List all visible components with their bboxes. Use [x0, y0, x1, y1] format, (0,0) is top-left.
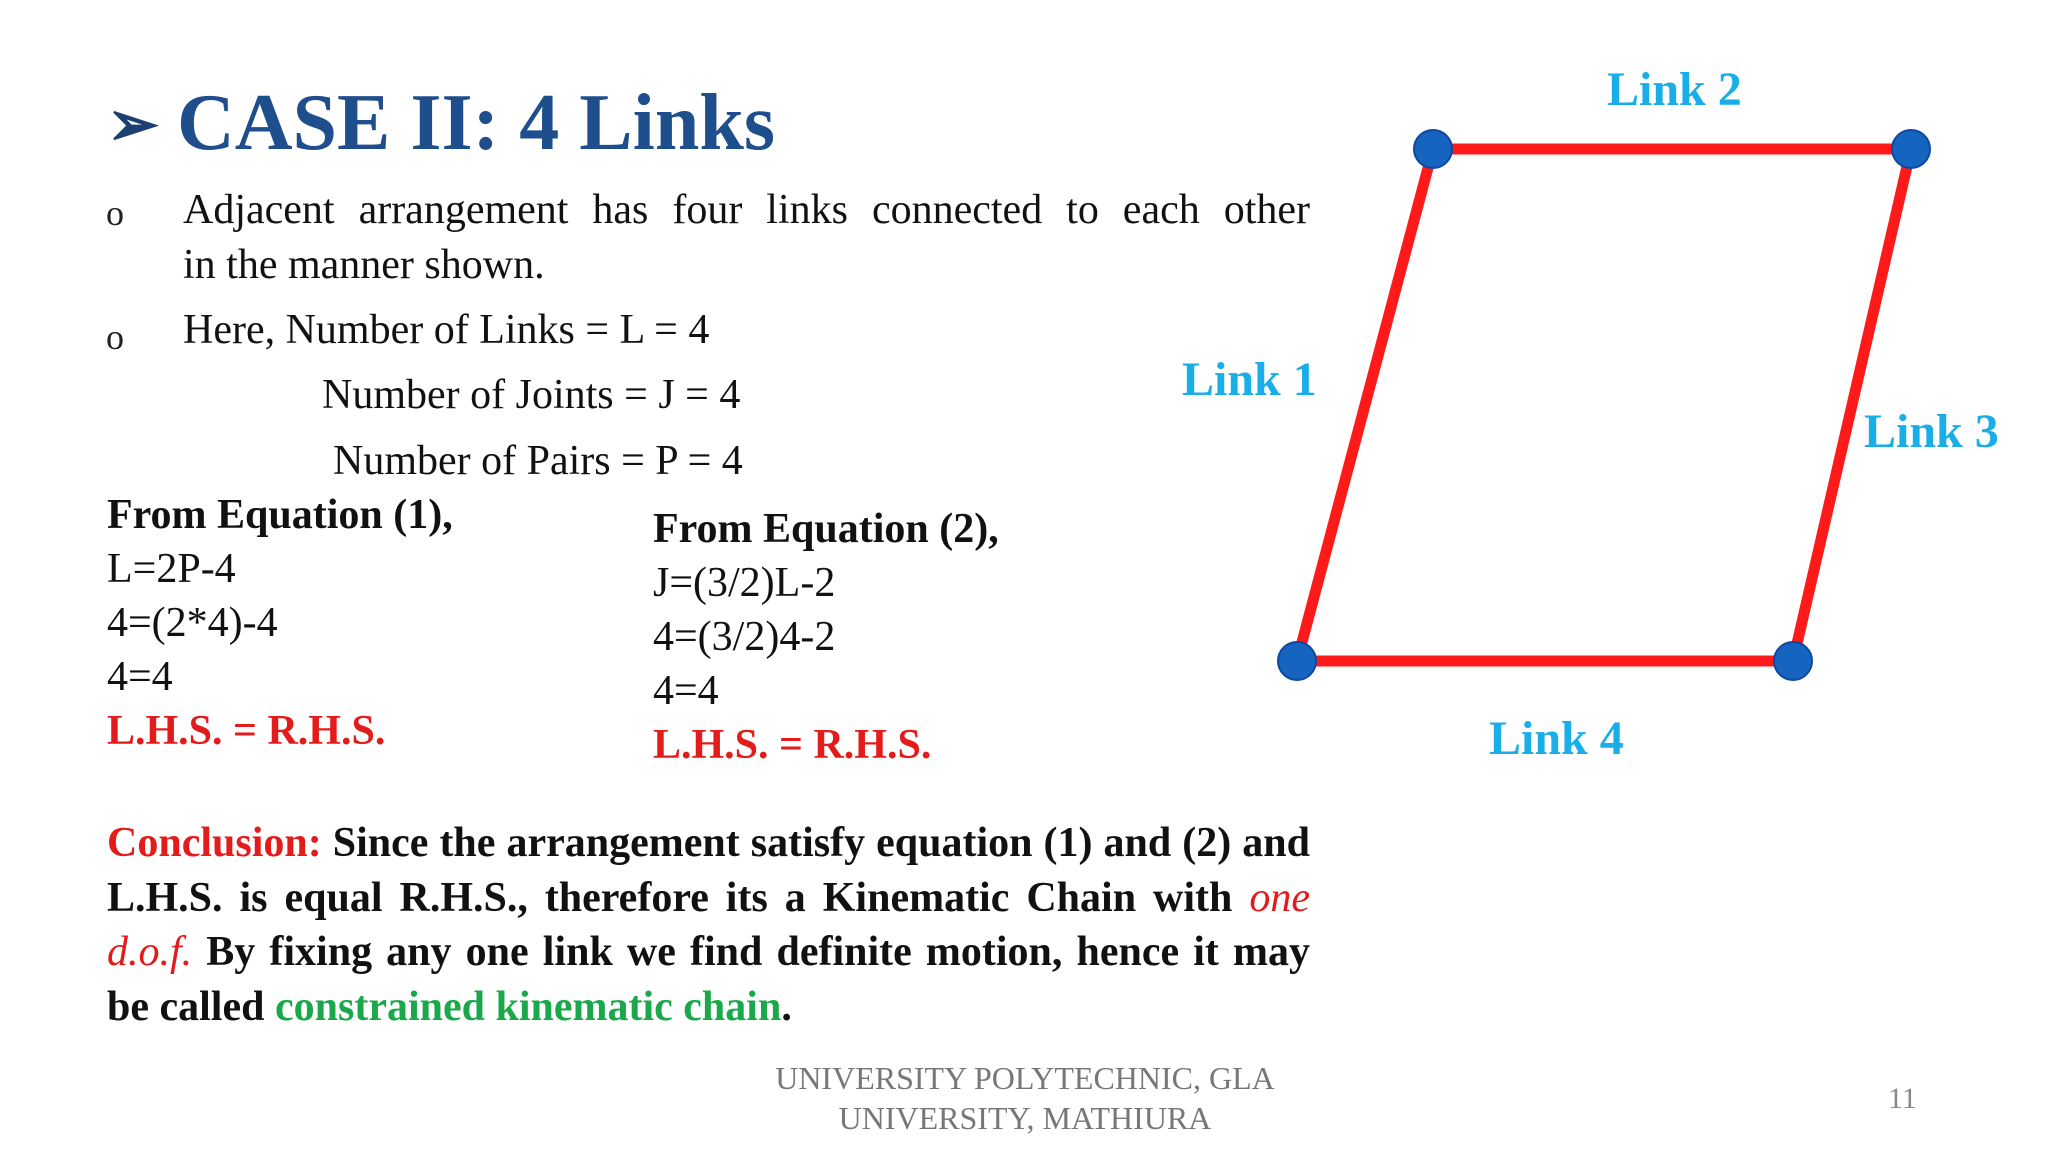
- links-count-line: Here, Number of Links = L = 4: [183, 307, 710, 353]
- link-4-label: Link 4: [1489, 712, 1624, 765]
- footer-institution: UNIVERSITY POLYTECHNIC, GLA UNIVERSITY, …: [740, 1058, 1310, 1138]
- joint-top-right: [1891, 129, 1931, 169]
- footer-line: UNIVERSITY, MATHIURA: [838, 1100, 1212, 1136]
- equation-1-heading: From Equation (1),: [107, 492, 453, 538]
- equation-2-heading: From Equation (2),: [653, 506, 999, 552]
- equation-1-line: 4=4: [107, 654, 173, 700]
- equation-2-block: From Equation (2), J=(3/2)L-2 4=(3/2)4-2…: [653, 502, 999, 772]
- joint-bottom-right: [1773, 641, 1813, 681]
- link-3-bar: [1787, 143, 1917, 667]
- link-2-label: Link 2: [1607, 63, 1742, 116]
- link-3-label: Link 3: [1864, 405, 1999, 458]
- conclusion-paragraph: Conclusion: Since the arrangement satisf…: [107, 816, 1310, 1034]
- conclusion-highlight: constrained kinematic chain: [274, 983, 782, 1030]
- joint-bottom-left: [1277, 641, 1317, 681]
- pairs-count-line: Number of Pairs = P = 4: [333, 438, 743, 484]
- conclusion-text: By fixing any one link we find definite …: [107, 929, 1310, 1030]
- arrow-bullet-icon: ➢: [107, 90, 159, 159]
- equation-2-result: L.H.S. = R.H.S.: [653, 722, 932, 768]
- equation-1-block: From Equation (1), L=2P-4 4=(2*4)-4 4=4 …: [107, 488, 453, 758]
- equation-1-line: 4=(2*4)-4: [107, 600, 278, 646]
- bullet-text-continuation: in the manner shown.: [183, 242, 545, 288]
- equation-2-line: 4=(3/2)4-2: [653, 614, 836, 660]
- bullet-text: Adjacent arrangement has four links conn…: [183, 183, 1310, 237]
- conclusion-dof: one d.o.f.: [107, 874, 1310, 976]
- conclusion-text: Since the arrangement satisfy equation (…: [107, 820, 1310, 921]
- equation-2-line: 4=4: [653, 668, 719, 714]
- link-1-bar: [1291, 143, 1439, 667]
- slide-title: ➢ CASE II: 4 Links: [107, 78, 775, 169]
- joints-count-line: Number of Joints = J = 4: [322, 372, 741, 418]
- equation-1-line: L=2P-4: [107, 546, 236, 592]
- bullet-marker: o: [106, 317, 124, 357]
- footer-line: UNIVERSITY POLYTECHNIC, GLA: [775, 1060, 1275, 1096]
- bullet-text-line: Adjacent arrangement has four links conn…: [183, 187, 1310, 233]
- equation-2-line: J=(3/2)L-2: [653, 560, 836, 606]
- equation-1-result: L.H.S. = R.H.S.: [107, 708, 386, 754]
- bullet-marker: o: [106, 193, 124, 233]
- conclusion-end: .: [781, 983, 792, 1030]
- page-number: 11: [1888, 1082, 1917, 1115]
- slide-title-text: CASE II: 4 Links: [176, 79, 775, 167]
- link-1-label: Link 1: [1182, 353, 1317, 406]
- joint-top-left: [1413, 129, 1453, 169]
- conclusion-label: Conclusion:: [107, 820, 322, 866]
